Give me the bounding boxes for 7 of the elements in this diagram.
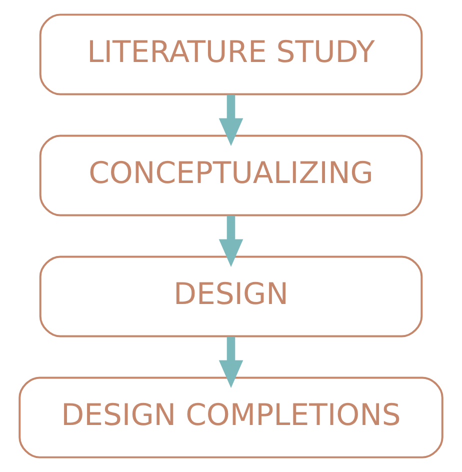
arrow bbox=[218, 94, 244, 146]
node-box: DESIGN COMPLETIONS bbox=[18, 376, 444, 458]
node-box: DESIGN bbox=[39, 256, 423, 338]
arrow bbox=[218, 336, 244, 388]
node-box: CONCEPTUALIZING bbox=[39, 134, 423, 216]
node-box: LITERATURE STUDY bbox=[39, 14, 423, 96]
arrow bbox=[218, 216, 244, 267]
